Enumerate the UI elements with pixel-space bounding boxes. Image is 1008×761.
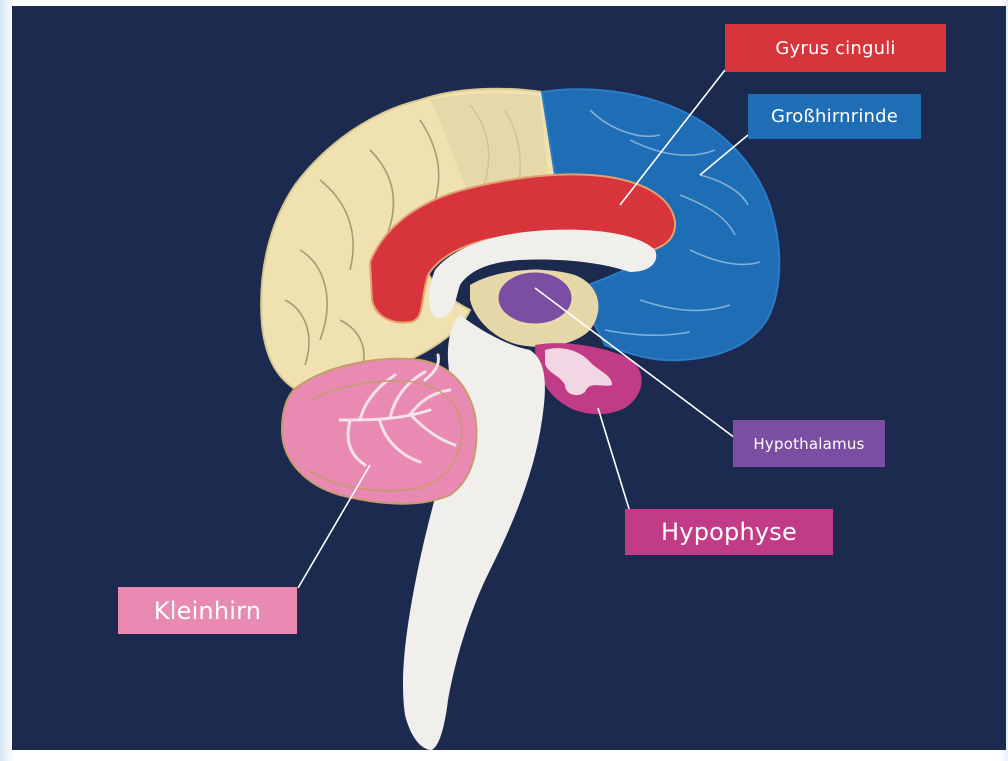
cerebellum-region	[282, 359, 476, 504]
label-gyrus-cinguli: Gyrus cinguli	[725, 24, 946, 72]
label-grosshirnrinde: Großhirnrinde	[748, 94, 921, 139]
label-hypothalamus: Hypothalamus	[733, 420, 885, 467]
label-hypophyse: Hypophyse	[625, 509, 833, 555]
hypothalamus-region	[497, 271, 573, 325]
leader-line-hypophyse	[598, 408, 630, 512]
label-kleinhirn: Kleinhirn	[118, 587, 297, 634]
